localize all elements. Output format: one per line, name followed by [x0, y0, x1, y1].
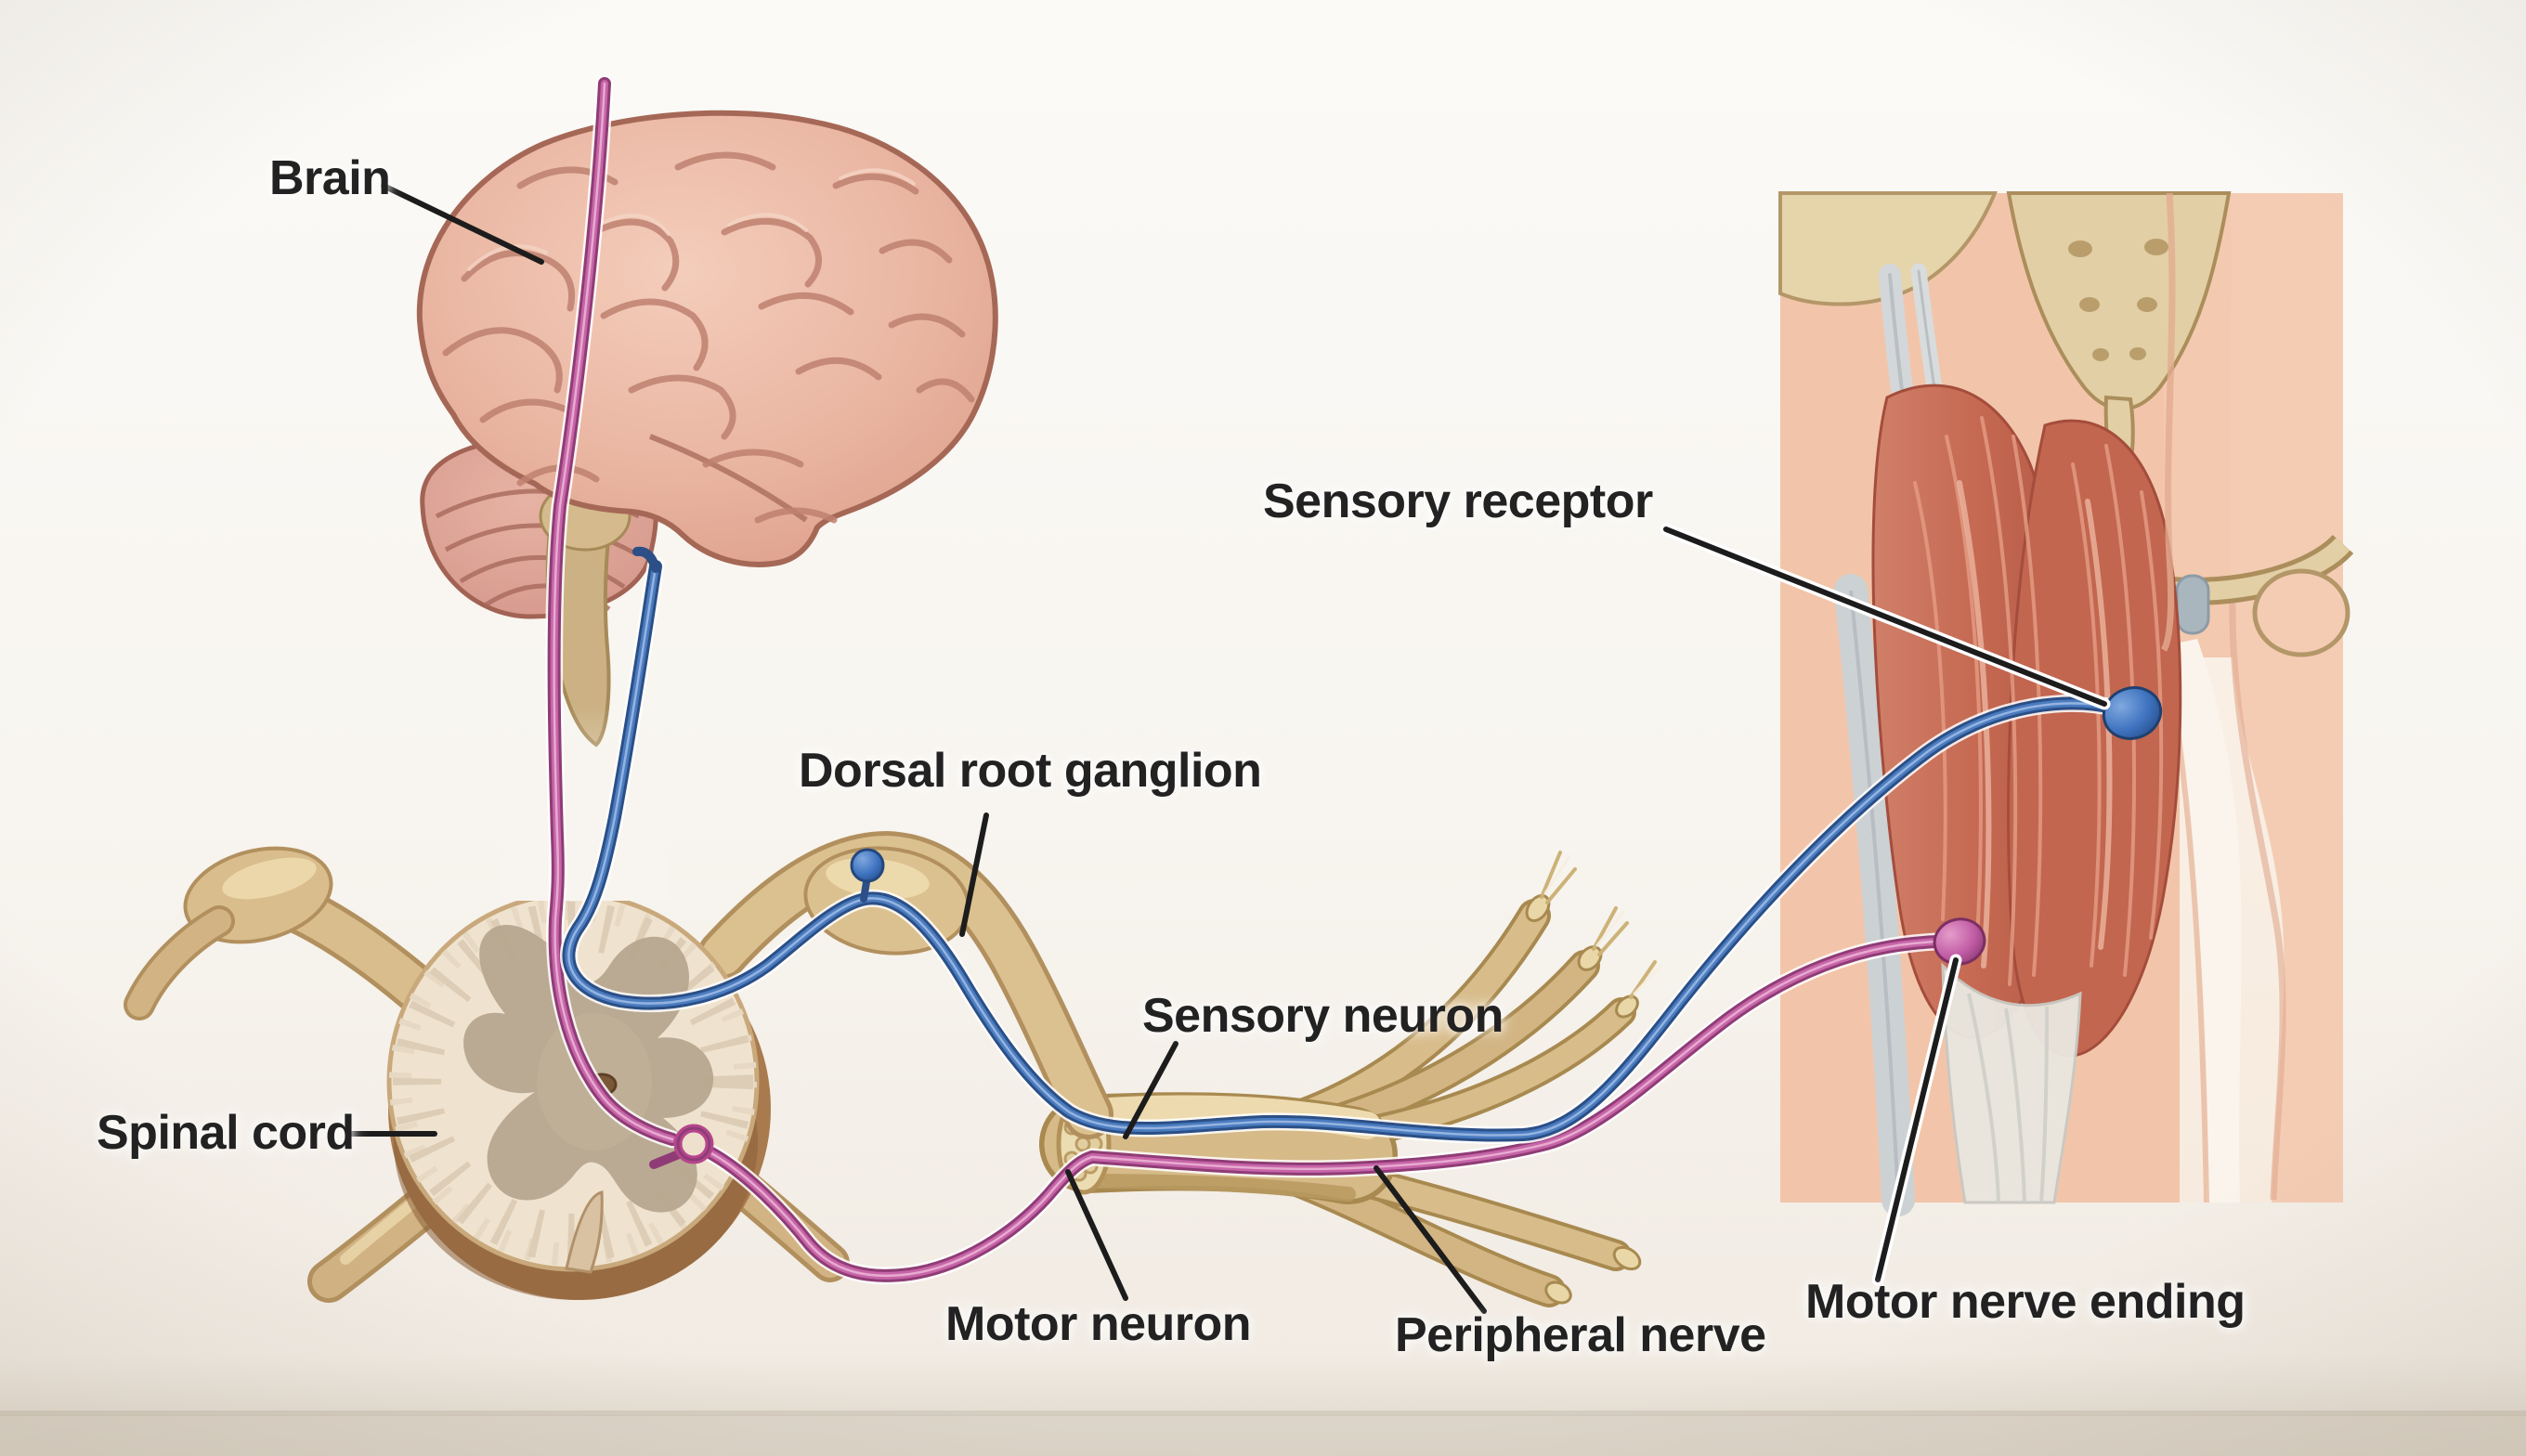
label-peripheral-nerve: Peripheral nerve: [1395, 1308, 1766, 1362]
label-sensory-neuron: Sensory neuron: [1142, 989, 1504, 1043]
label-motor-neuron: Motor neuron: [945, 1297, 1252, 1351]
label-motor-nerve-ending: Motor nerve ending: [1805, 1275, 2246, 1329]
label-sensory-receptor: Sensory receptor: [1263, 474, 1653, 528]
label-dorsal-root-ganglion: Dorsal root ganglion: [799, 744, 1262, 798]
label-spinal-cord: Spinal cord: [97, 1106, 355, 1160]
label-brain: Brain: [269, 151, 391, 205]
